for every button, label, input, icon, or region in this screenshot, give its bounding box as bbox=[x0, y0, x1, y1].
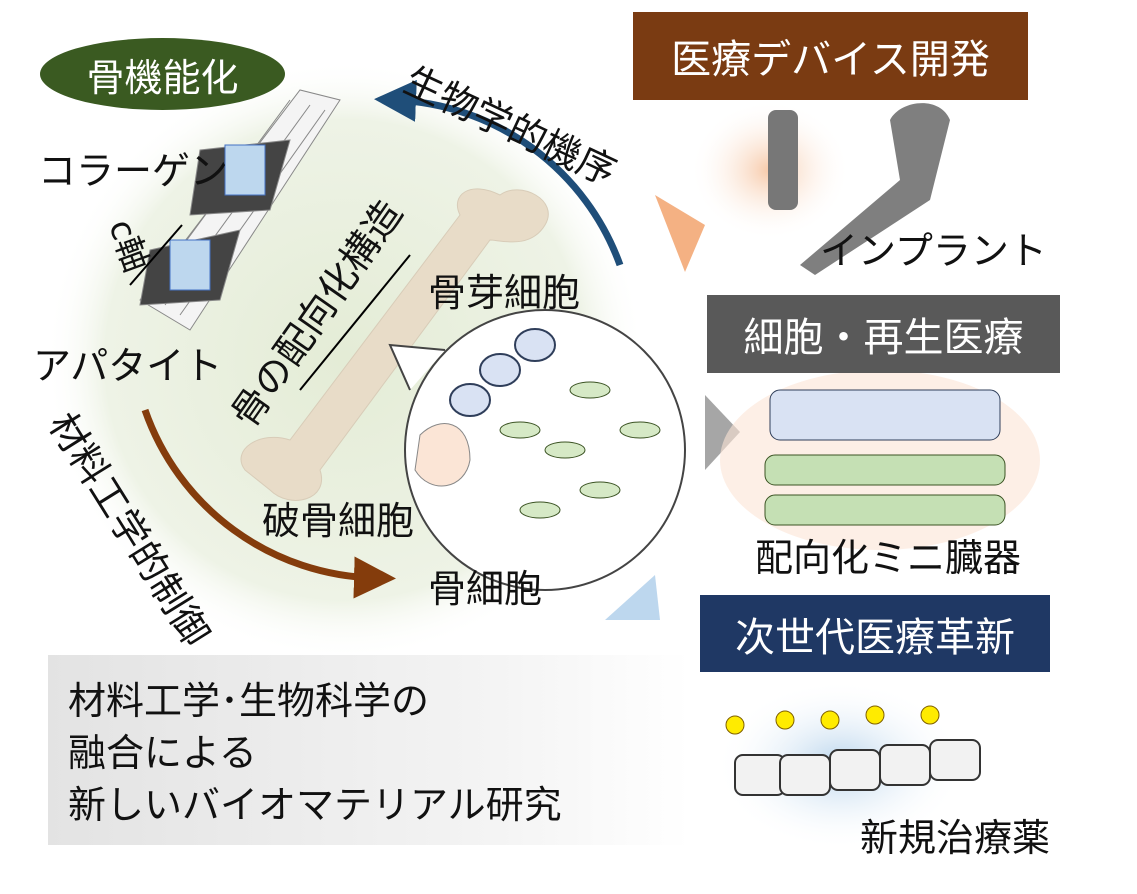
triangle-gray bbox=[705, 395, 740, 470]
mini-organ-label: 配向化ミニ臓器 bbox=[755, 536, 1022, 580]
collagen-fibers-illustration bbox=[139, 89, 341, 331]
hip-implant bbox=[800, 103, 950, 275]
osteoclast-label: 破骨細胞 bbox=[262, 499, 415, 543]
implant-label: インプラント bbox=[820, 229, 1047, 273]
osteoblast-label: 骨芽細胞 bbox=[428, 271, 581, 315]
triangle-orange bbox=[655, 195, 705, 272]
summary-line-2: 融合による bbox=[68, 731, 257, 775]
implant-screw bbox=[768, 110, 798, 210]
medical-device-header: 医療デバイス開発 bbox=[633, 12, 1028, 100]
collagen-label: コラーゲン bbox=[38, 149, 229, 193]
apatite-label: アパタイト bbox=[33, 344, 223, 388]
bone-function-badge: 骨機能化 bbox=[40, 38, 285, 110]
new-drug-label: 新規治療薬 bbox=[860, 816, 1051, 860]
next-gen-medicine-header: 次世代医療革新 bbox=[700, 595, 1050, 672]
triangle-blue bbox=[605, 575, 660, 620]
regenerative-medicine-header: 細胞・再生医療 bbox=[707, 295, 1060, 373]
summary-line-1: 材料工学･生物科学の bbox=[68, 679, 430, 723]
materials-arrow bbox=[141, 408, 396, 599]
summary-box: 材料工学･生物科学の 融合による 新しいバイオマテリアル研究 bbox=[48, 655, 690, 845]
biological-arrow bbox=[374, 79, 624, 267]
summary-line-3: 新しいバイオマテリアル研究 bbox=[68, 783, 562, 827]
osteocyte-label: 骨細胞 bbox=[428, 567, 543, 611]
